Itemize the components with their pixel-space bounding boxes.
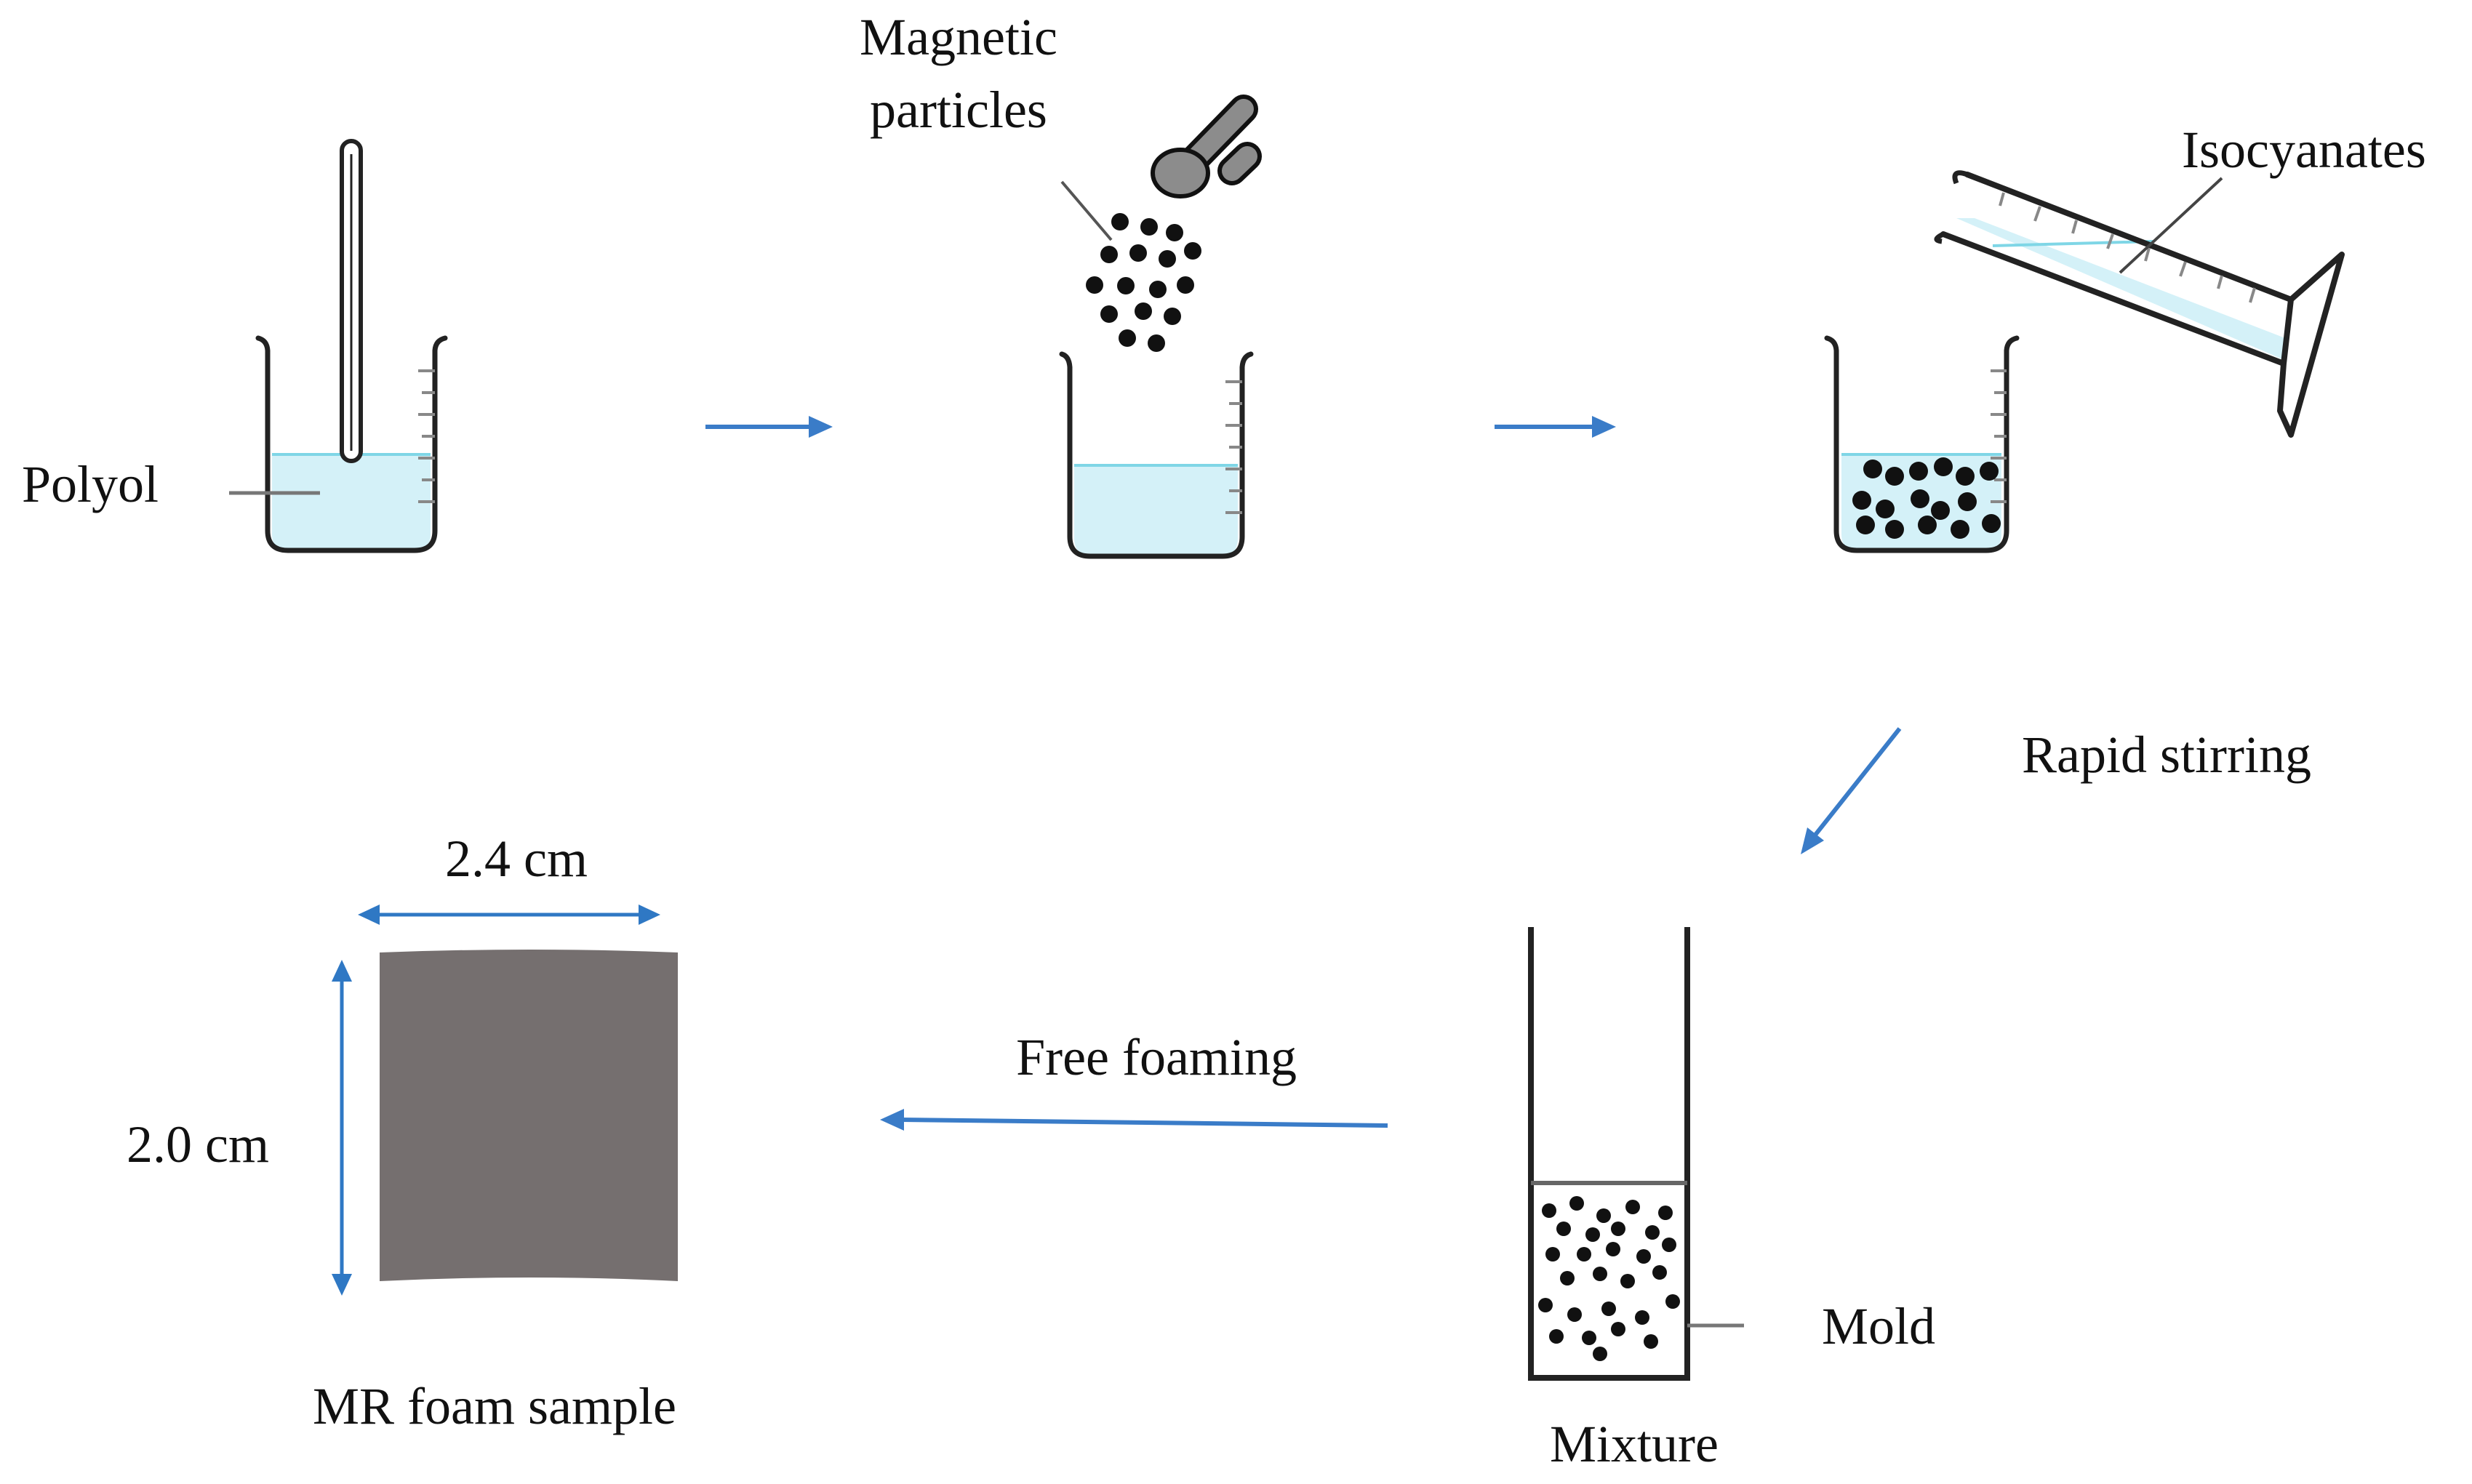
arrow-rapid-stirring bbox=[1801, 727, 1902, 854]
height-dimension-arrow bbox=[332, 960, 352, 1296]
particles-in-beaker bbox=[1852, 457, 2001, 539]
spoon-icon bbox=[1151, 95, 1262, 198]
beaker-isocyanates bbox=[1824, 335, 2020, 553]
rapid-stirring-label: Rapid stirring bbox=[2022, 726, 2311, 784]
magnetic-label-line2: particles bbox=[870, 81, 1047, 139]
isocyanates-leader-line bbox=[2119, 177, 2223, 274]
magnetic-label-line1: Magnetic bbox=[860, 8, 1057, 66]
mold-label: Mold bbox=[1822, 1297, 1935, 1355]
free-foaming-label: Free foaming bbox=[1016, 1028, 1297, 1086]
width-dimension-label: 2.4 cm bbox=[445, 830, 588, 888]
width-dimension-arrow bbox=[358, 905, 660, 925]
mixture-label: Mixture bbox=[1550, 1415, 1719, 1473]
mr-foam-sample bbox=[380, 950, 678, 1281]
beaker-outline-icon bbox=[1824, 335, 2020, 553]
arrow-step-1 bbox=[705, 416, 833, 438]
graduated-cylinder-icon bbox=[1934, 170, 2345, 438]
beaker-polyol bbox=[229, 139, 448, 553]
thermometer-icon bbox=[340, 139, 363, 463]
beaker-magnetic bbox=[1059, 351, 1254, 559]
beaker-outline-icon bbox=[255, 335, 448, 553]
particles-in-mold bbox=[1538, 1196, 1680, 1361]
isocyanates-label: Isocyanates bbox=[2182, 121, 2426, 179]
beaker-outline-icon bbox=[1059, 351, 1254, 559]
arrow-free-foaming bbox=[880, 1109, 1388, 1131]
mr-foam-sample-label: MR foam sample bbox=[313, 1377, 676, 1435]
height-dimension-label: 2.0 cm bbox=[127, 1115, 269, 1174]
magnetic-particles-cluster bbox=[1086, 213, 1201, 352]
polyol-label: Polyol bbox=[22, 455, 159, 513]
arrow-step-2 bbox=[1495, 416, 1616, 438]
magnetic-leader-line bbox=[1060, 180, 1113, 241]
mold-icon bbox=[1528, 927, 1744, 1381]
